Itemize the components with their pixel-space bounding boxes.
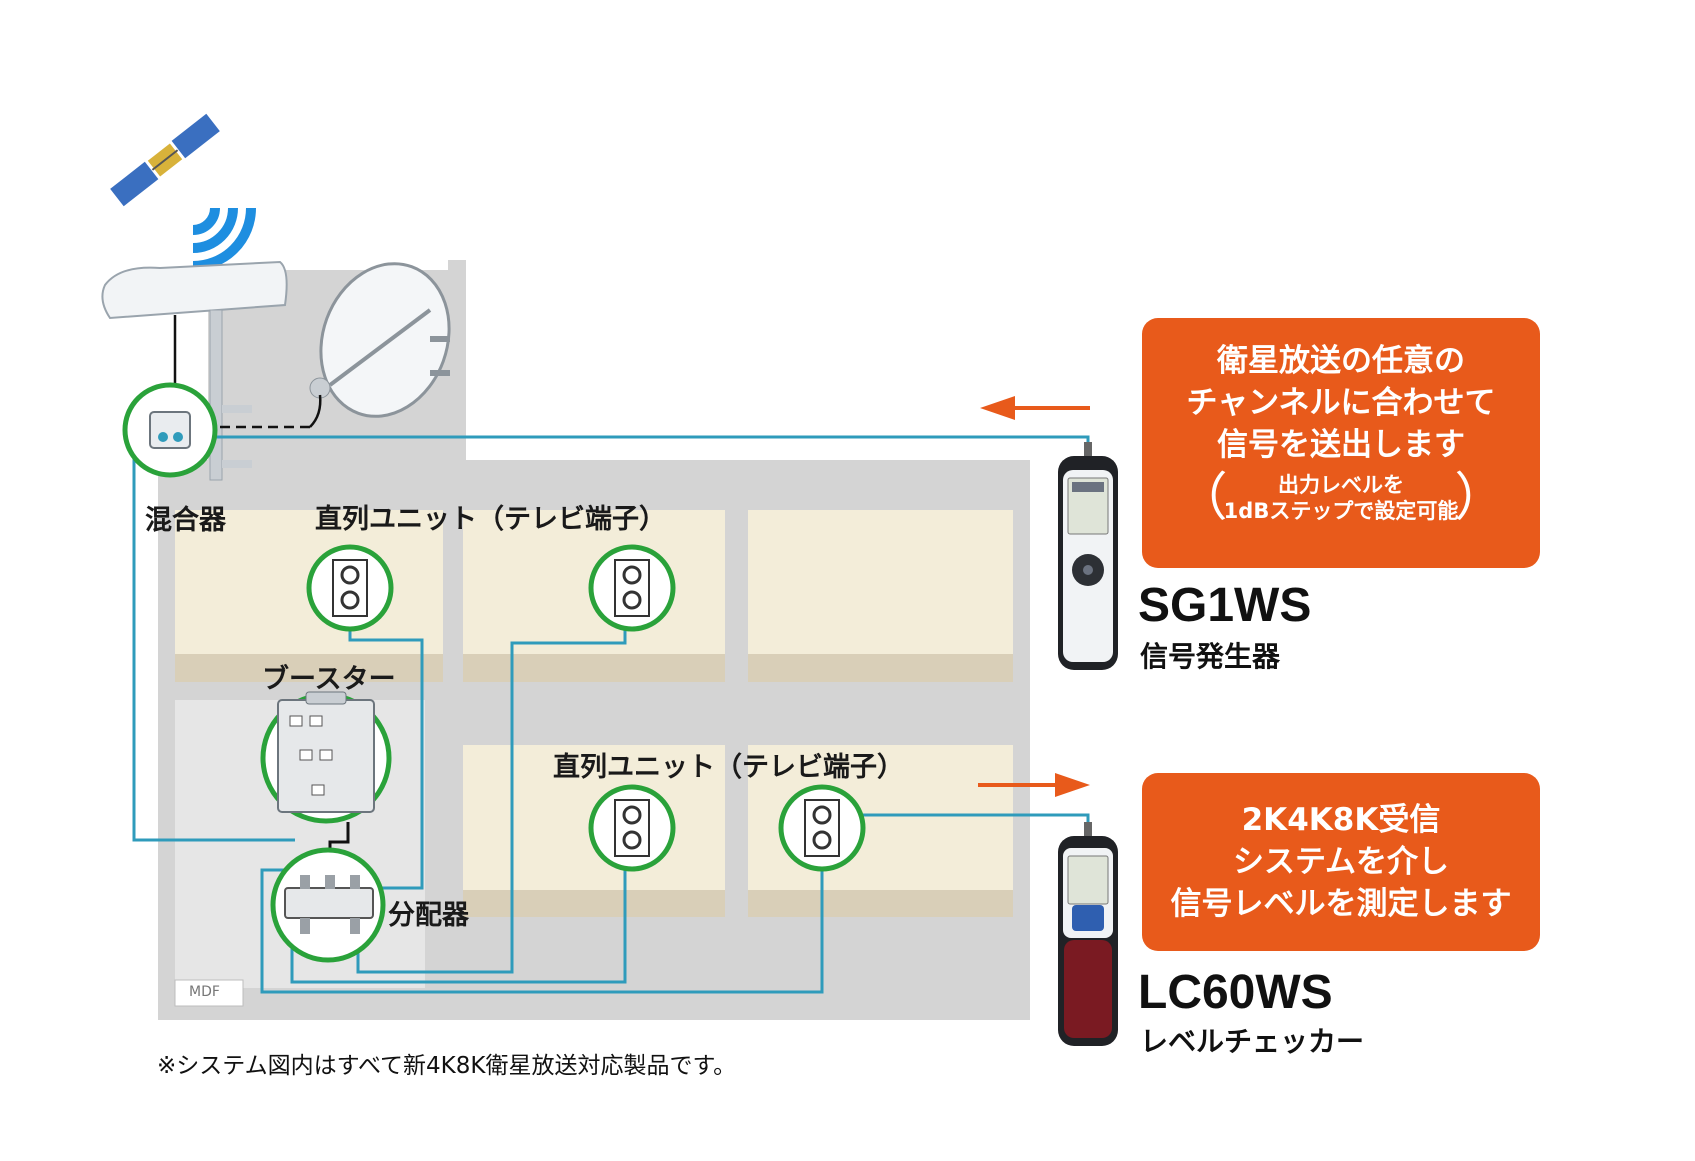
wall-outlet-lower-1 [588, 784, 676, 872]
sg-callout-paren-open: （ [1175, 468, 1228, 528]
sg-callout-sub-line-2: 1dBステップで設定可能 [1223, 499, 1459, 523]
sg-callout-line-2: チャンネルに合わせて [1186, 385, 1496, 421]
booster-label: ブースター [262, 664, 396, 695]
inline-unit-upper-label: 直列ユニット（テレビ端子） [315, 504, 666, 535]
mdf-label: MDF [189, 984, 220, 1000]
lc-callout-line-3: 信号レベルを測定します [1170, 886, 1512, 922]
mixer-label: 混合器 [145, 505, 226, 536]
lc60ws-model-name: LC60WS [1138, 966, 1333, 1019]
splitter-label: 分配器 [388, 900, 469, 931]
sg-callout-paren-close: ） [1454, 468, 1507, 528]
footnote: ※システム図内はすべて新4K8K衛星放送対応製品です。 [157, 1053, 737, 1079]
sg-callout-sub: （ 出力レベルを 1dBステップで設定可能 ） [1176, 468, 1507, 528]
lc60ws-device-icon [1058, 822, 1118, 1046]
wall-outlet-lower-2 [778, 784, 866, 872]
level-checker-callout: 2K4K8K受信 システムを介し 信号レベルを測定します [1142, 773, 1540, 951]
arrow-left-icon [980, 396, 1090, 420]
rooms-upper-floor [175, 510, 1013, 682]
signal-generator-callout: 衛星放送の任意の チャンネルに合わせて 信号を送出します （ 出力レベルを 1d… [1142, 318, 1540, 568]
wall-outlet-upper-2 [588, 544, 676, 632]
sg1ws-model-name: SG1WS [1138, 579, 1312, 632]
splitter-icon [270, 847, 386, 963]
booster-icon [260, 691, 392, 865]
inline-unit-lower-label: 直列ユニット（テレビ端子） [553, 752, 904, 783]
sg-callout-line-1: 衛星放送の任意の [1217, 343, 1465, 379]
lc-callout-line-2: システムを介し [1232, 844, 1450, 880]
sg-callout-line-3: 信号を送出します [1217, 427, 1465, 463]
wall-outlet-upper-1 [306, 544, 394, 632]
sg1ws-device-icon [1058, 442, 1118, 670]
satellite-icon [107, 110, 223, 210]
lc-callout-line-1: 2K4K8K受信 [1241, 802, 1441, 838]
mixer-icon [122, 382, 218, 478]
signal-wave-icon [192, 207, 256, 271]
sg-callout-sub-line-1: 出力レベルを [1278, 473, 1404, 497]
arrow-right-icon [978, 773, 1090, 797]
sg1ws-product-type: 信号発生器 [1140, 640, 1281, 673]
lc60ws-product-type: レベルチェッカー [1140, 1025, 1365, 1058]
dish-antenna-icon [309, 262, 451, 418]
